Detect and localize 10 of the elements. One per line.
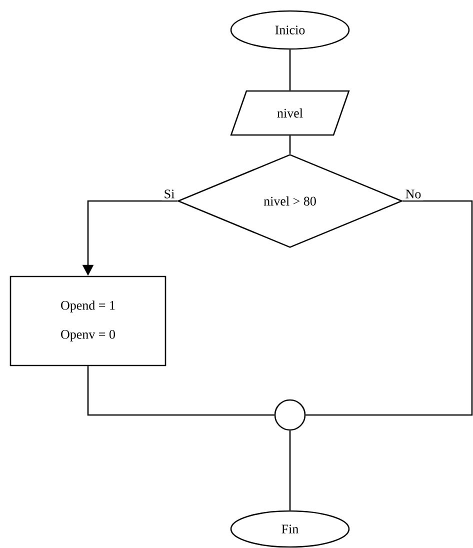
connector-circle bbox=[274, 399, 306, 431]
connector-line bbox=[289, 430, 291, 510]
connector-line bbox=[87, 366, 274, 416]
edge-label: No bbox=[403, 188, 424, 200]
edge-label: Si bbox=[162, 188, 177, 200]
process-box: Opend = 1 Openv = 0 bbox=[10, 276, 166, 366]
connector-line bbox=[306, 200, 473, 416]
connector-line bbox=[289, 136, 291, 154]
connector-line bbox=[289, 50, 291, 90]
input-parallelogram: nivel bbox=[230, 90, 350, 136]
